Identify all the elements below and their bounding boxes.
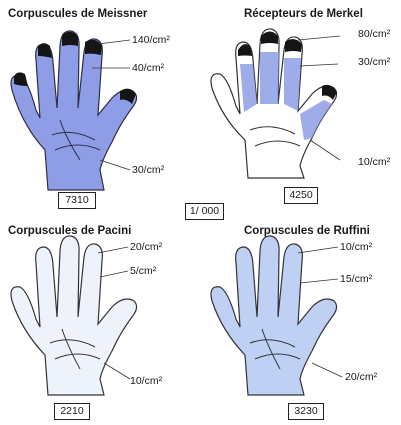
merkel-panel: Récepteurs de Merkel 80/cm² 30/cm² 10/cm… [200,0,400,212]
pacini-total-count: 2210 [54,403,90,420]
pacini-hand-drawing [0,213,200,425]
ruffini-title: Corpuscules de Ruffini [244,225,370,237]
merkel-title: Récepteurs de Merkel [244,8,363,20]
merkel-palm-density: 10/cm² [358,156,390,168]
meissner-panel: Corpuscules de Meissner 140/cm² 40/cm² 3… [0,0,200,212]
ruffini-palm-density: 20/cm² [345,371,377,383]
ruffini-total-count: 3230 [288,403,324,420]
meissner-finger-density: 40/cm² [132,62,164,74]
ruffini-hand-fill [211,236,337,395]
pacini-fingertip-density: 20/cm² [130,241,162,253]
ruffini-fingertip-density: 10/cm² [340,241,372,253]
meissner-hand-drawing [0,0,200,212]
merkel-finger-density: 30/cm² [358,56,390,68]
pacini-finger-density: 5/cm² [130,265,156,277]
thumb-tip-dark [14,72,28,86]
ruffini-panel: Corpuscules de Ruffini 10/cm² 15/cm² 20/… [200,213,400,425]
index-tip-dark [38,43,52,58]
pacini-palm-density: 10/cm² [130,375,162,387]
pacini-panel: Corpuscules de Pacini 20/cm² 5/cm² 10/cm… [0,213,200,425]
merkel-fingertip-density: 80/cm² [358,28,390,40]
meissner-title: Corpuscules de Meissner [8,8,147,20]
ruffini-finger-density: 15/cm² [340,273,372,285]
meissner-total-count: 7310 [58,192,96,209]
meissner-palm-density: 30/cm² [132,164,164,176]
meissner-fingertip-density: 140/cm² [132,34,170,46]
pacini-title: Corpuscules de Pacini [8,225,131,237]
merkel-total-count: 4250 [284,187,318,204]
